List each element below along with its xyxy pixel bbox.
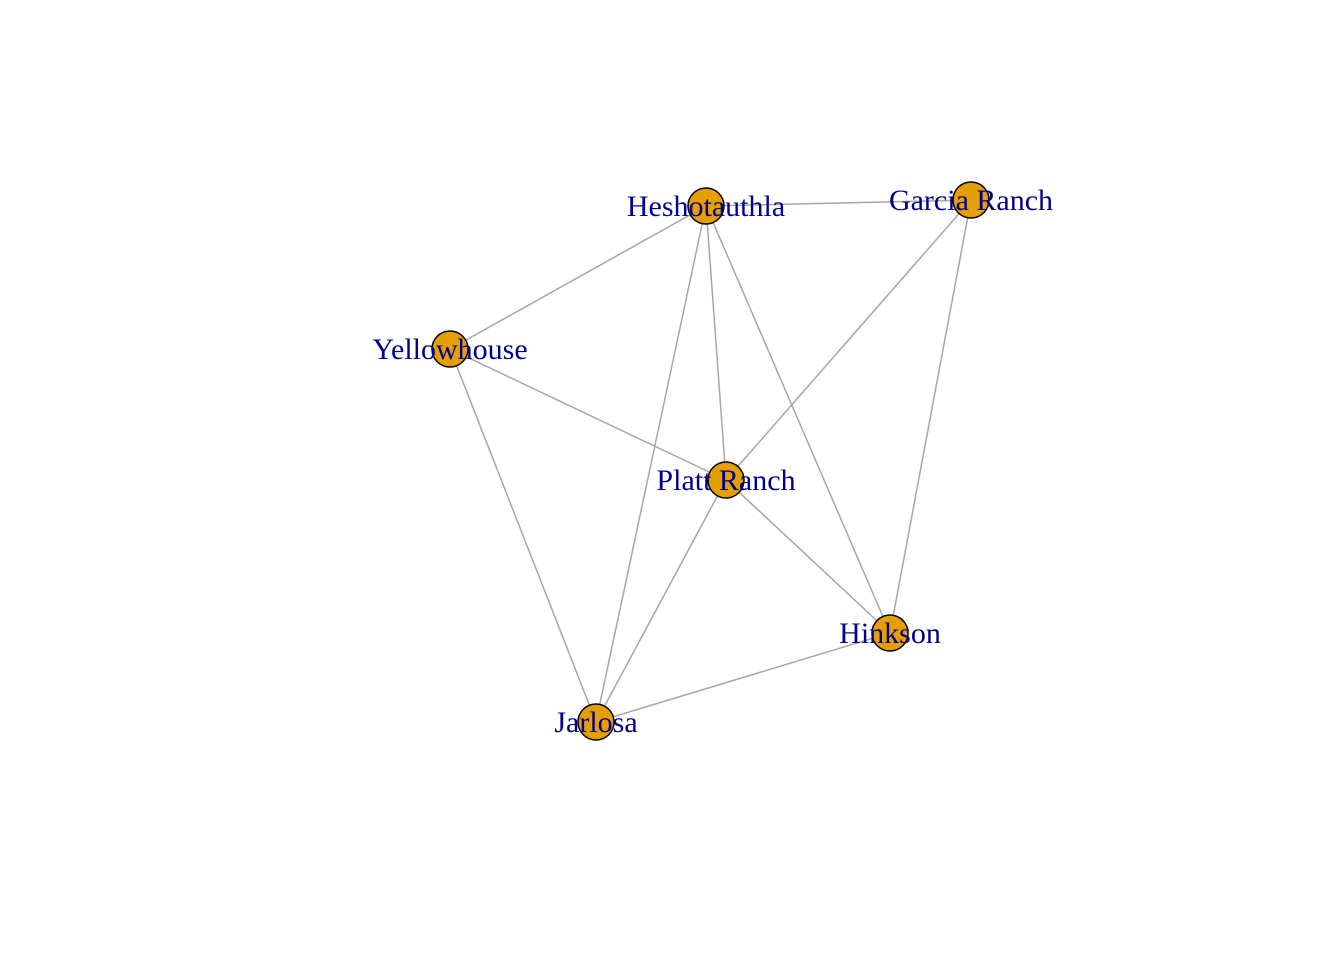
edge-heshotauthla-platt (705, 205, 727, 481)
edge-heshotauthla-garcia (705, 199, 972, 207)
edge-garcia-platt (725, 199, 972, 481)
edge-yellowhouse-platt (449, 348, 727, 481)
node-heshotauthla (687, 187, 725, 225)
node-label-garcia: Garcia Ranch (889, 184, 1053, 217)
edge-heshotauthla-yellowhouse (449, 205, 707, 350)
node-label-platt: Platt Ranch (656, 464, 795, 497)
edge-heshotauthla-jarlosa (595, 205, 707, 723)
node-label-hinkson: Hinkson (839, 617, 941, 650)
node-garcia (952, 181, 990, 219)
node-label-jarlosa: Jarlosa (554, 706, 637, 739)
edge-platt-hinkson (725, 479, 891, 634)
edges-layer (449, 199, 972, 723)
edge-hinkson-jarlosa (595, 632, 891, 723)
edge-yellowhouse-jarlosa (449, 348, 597, 723)
edge-heshotauthla-hinkson (705, 205, 891, 634)
node-jarlosa (577, 703, 615, 741)
node-label-yellowhouse: Yellowhouse (372, 333, 527, 366)
node-yellowhouse (431, 330, 469, 368)
edge-garcia-hinkson (889, 199, 972, 634)
node-platt (707, 461, 745, 499)
edge-platt-jarlosa (595, 479, 727, 723)
node-hinkson (871, 614, 909, 652)
nodes-layer (431, 181, 990, 741)
labels-layer: Heshotauthla Garcia RanchYellowhousePlatt… (372, 184, 1053, 739)
node-label-heshotauthla: Heshotauthla (627, 190, 785, 223)
